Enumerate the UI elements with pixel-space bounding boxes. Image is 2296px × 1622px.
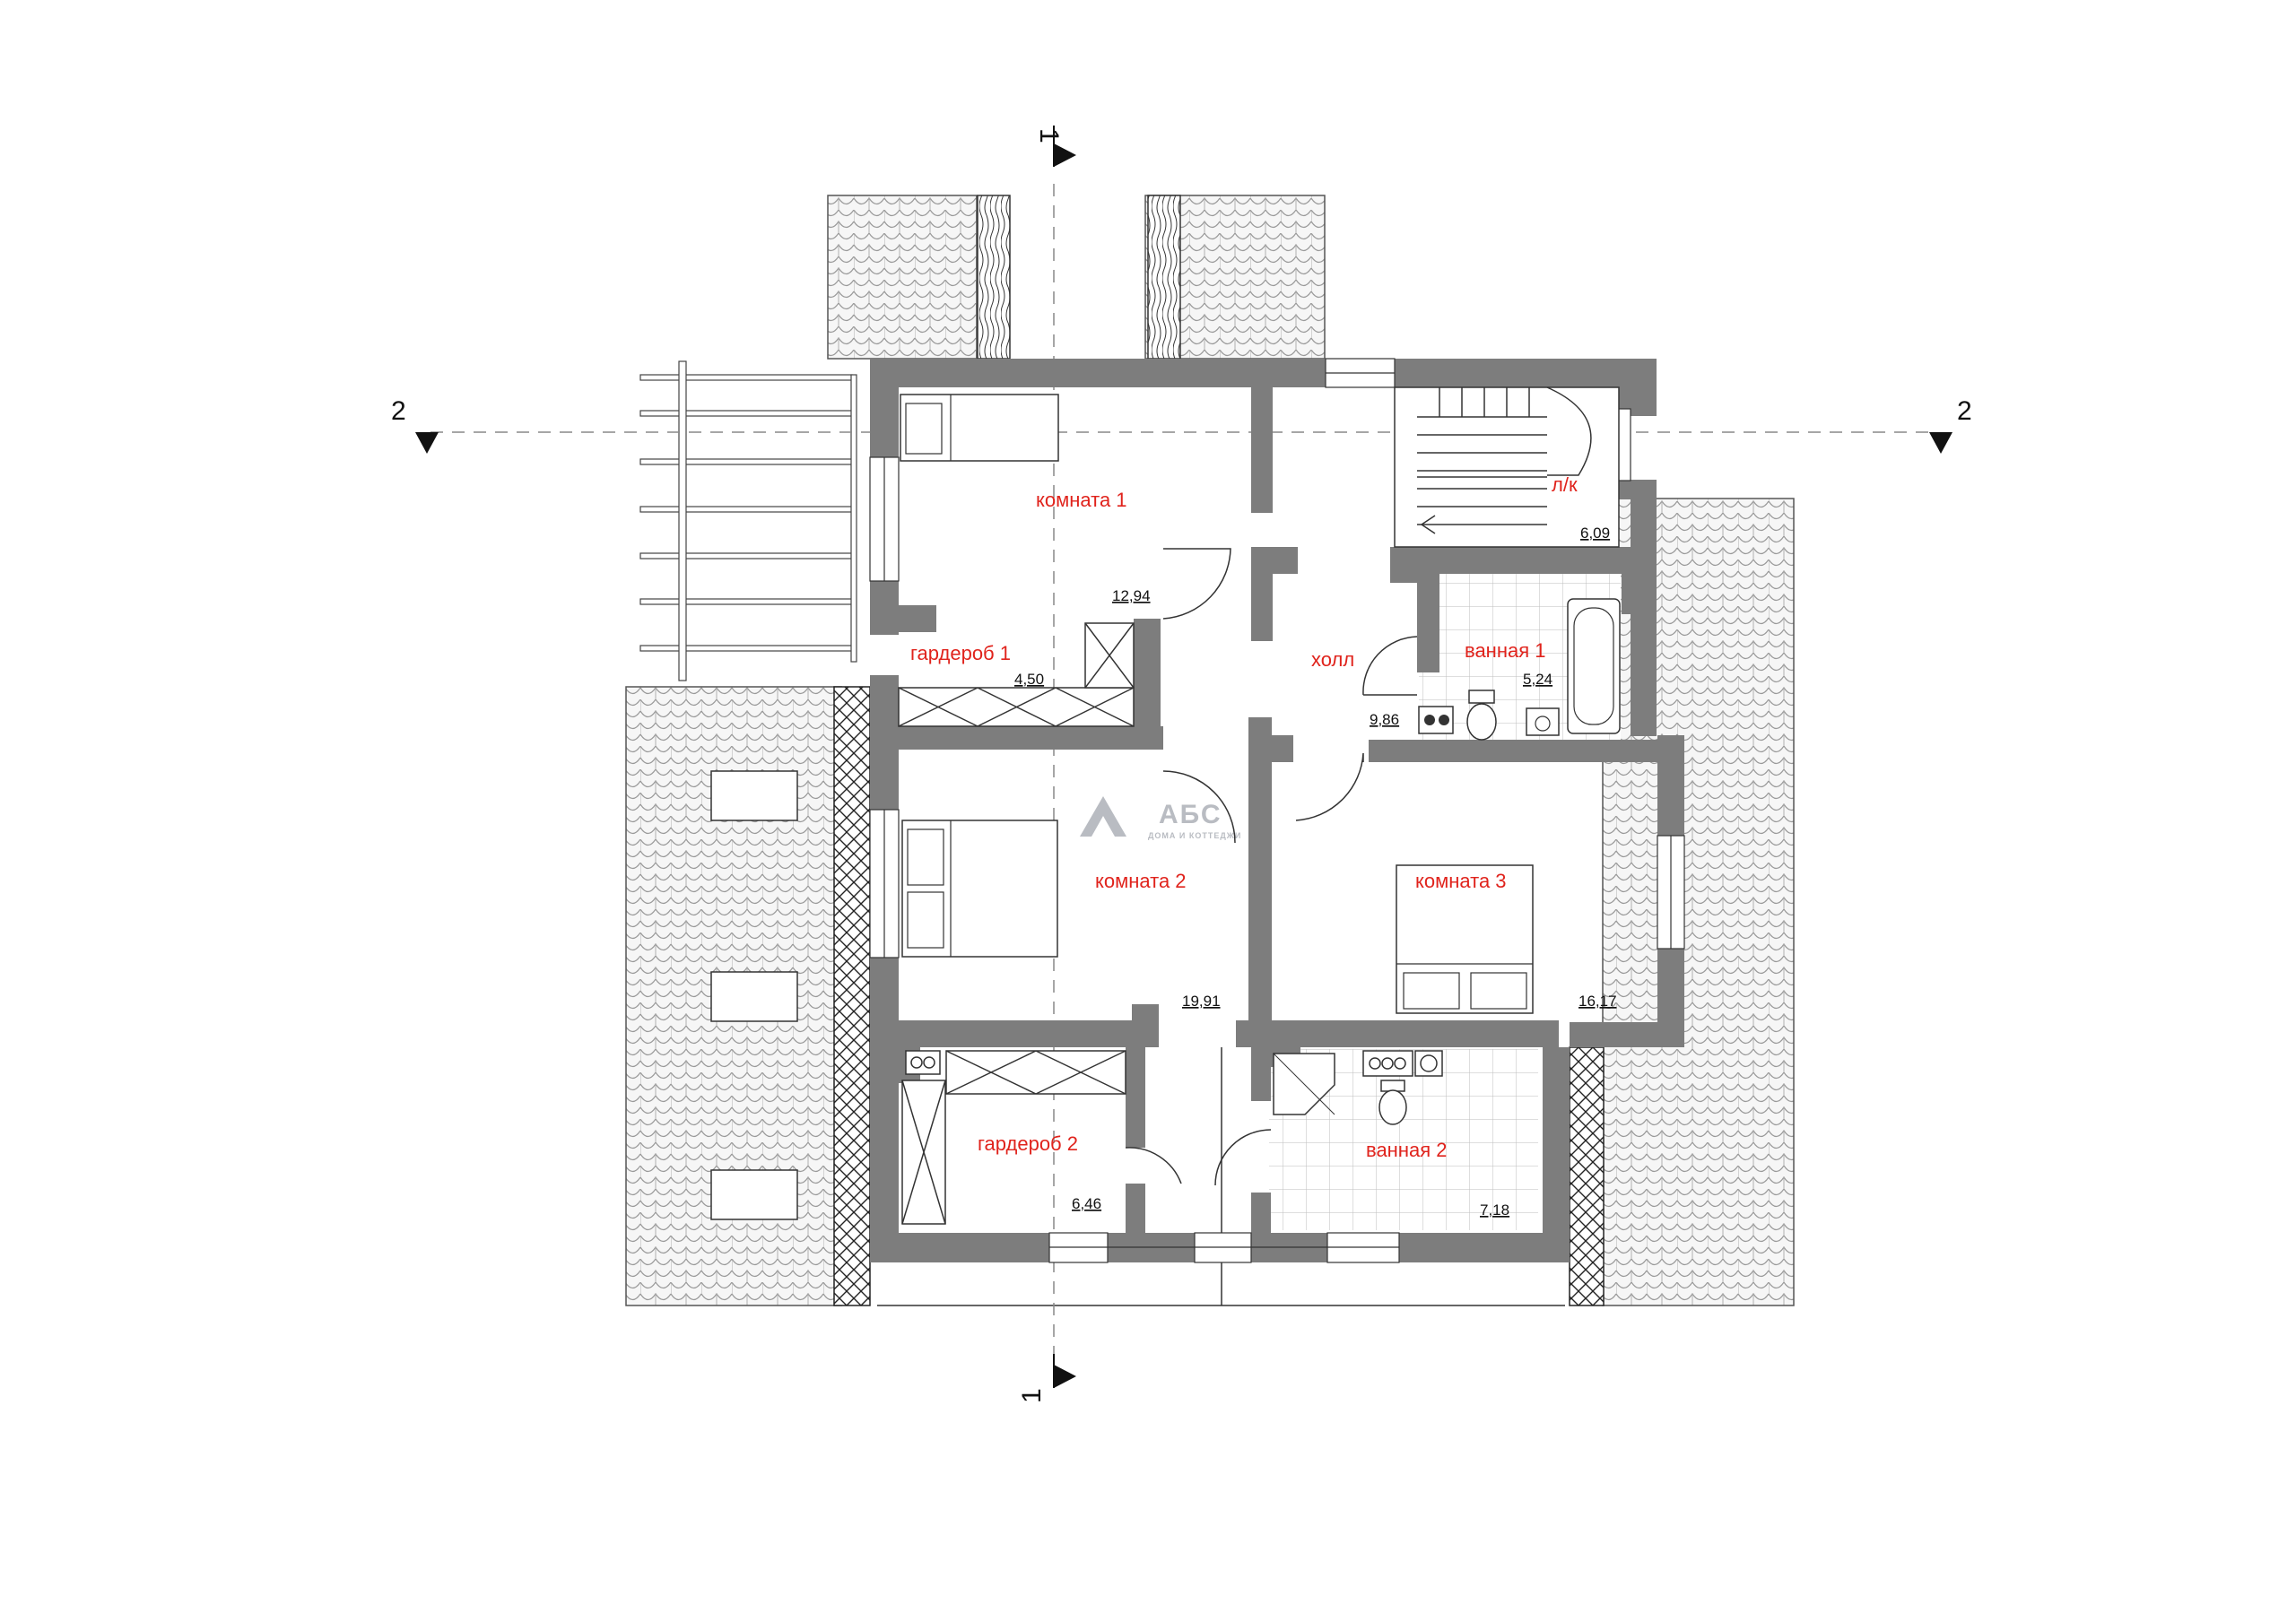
section-arrow-right: [1929, 432, 1952, 454]
area-wardrobe2: 6,46: [1072, 1195, 1101, 1212]
section-arrow-top: [1054, 143, 1076, 167]
room-label-room1: комната 1: [1036, 489, 1127, 511]
area-stair: 6,09: [1580, 525, 1610, 542]
area-room1: 12,94: [1112, 587, 1151, 604]
area-wardrobe1: 4,50: [1014, 671, 1044, 688]
pergola: [639, 360, 857, 681]
area-bath1: 5,24: [1523, 671, 1552, 688]
room-label-wardrobe2: гардероб 2: [978, 1132, 1078, 1155]
room-label-bath1: ванная 1: [1465, 639, 1545, 662]
section-1-label-bottom: 1: [1017, 1388, 1047, 1403]
area-bath2: 7,18: [1480, 1201, 1509, 1219]
doors: [1125, 548, 1418, 1186]
room-label-room2: комната 2: [1095, 870, 1187, 892]
section-arrow-bottom: [1054, 1365, 1076, 1388]
section-2-label-right: 2: [1957, 396, 1972, 426]
room-label-wardrobe1: гардероб 1: [910, 642, 1011, 664]
room-label-hall: холл: [1311, 648, 1354, 671]
furniture: [898, 386, 1621, 1225]
area-hall: 9,86: [1370, 711, 1399, 728]
windows: [869, 358, 1685, 1263]
roof-window: [710, 770, 798, 821]
roof-top-left: [827, 195, 978, 360]
logo: АБС ДОМА И КОТТЕДЖИ: [1080, 796, 1241, 840]
area-room3: 16,17: [1578, 993, 1617, 1010]
area-room2: 19,91: [1182, 993, 1221, 1010]
section-2-label-left: 2: [391, 396, 406, 426]
room-label-stair: л/к: [1552, 473, 1578, 496]
room-labels: комната 1 12,94 гардероб 1 4,50 комната …: [910, 473, 1617, 1219]
logo-triangle-icon: [1080, 796, 1126, 837]
logo-main-text: АБС: [1159, 800, 1222, 829]
section-1-label-top: 1: [1034, 128, 1064, 143]
room-label-bath2: ванная 2: [1366, 1139, 1447, 1161]
logo-sub-text: ДОМА И КОТТЕДЖИ: [1148, 831, 1241, 840]
walls: [870, 359, 1684, 1262]
section-arrow-left: [415, 432, 439, 454]
room-label-room3: комната 3: [1415, 870, 1507, 892]
roof-window: [710, 1169, 798, 1220]
roof-window: [710, 971, 798, 1022]
